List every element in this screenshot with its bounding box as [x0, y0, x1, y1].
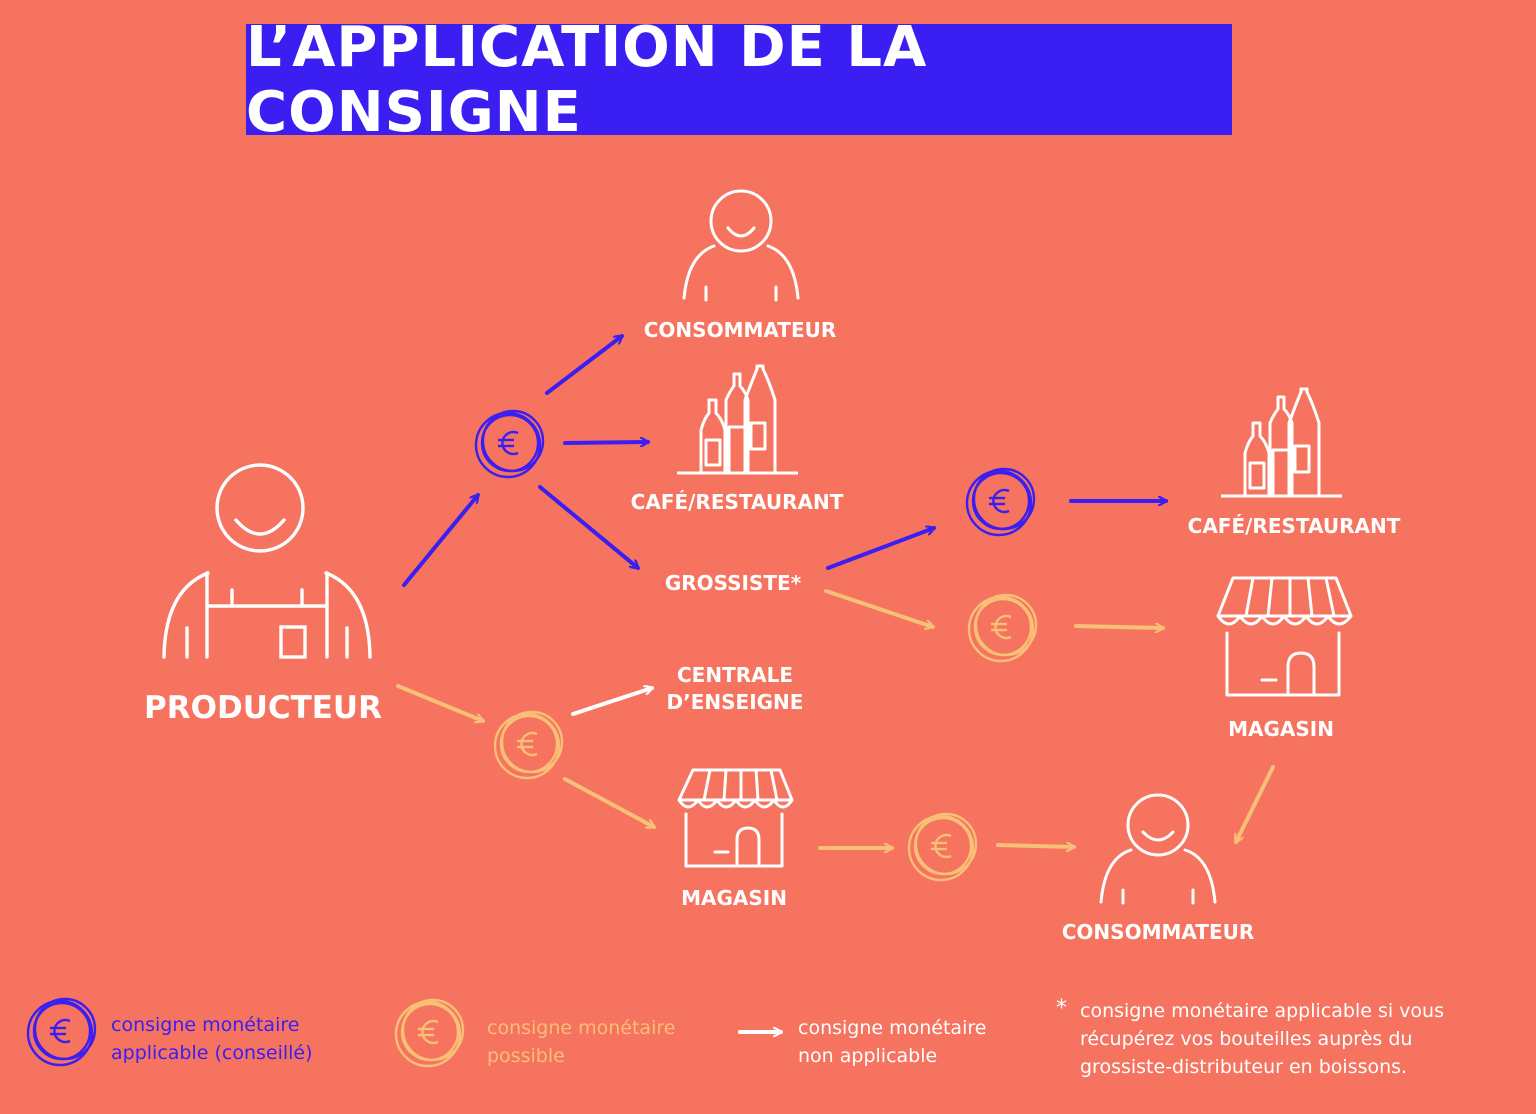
bottles-icon: [1221, 387, 1342, 498]
person-icon: [1099, 793, 1217, 905]
label-cafe-restaurant-mid: CAFÉ/RESTAURANT: [630, 490, 844, 514]
label-producteur: PRODUCTEUR: [144, 690, 382, 726]
euro-coin-icon: [967, 593, 1038, 663]
legend-yellow-line2: possible: [487, 1045, 565, 1067]
shop-awning-icon: [1216, 576, 1353, 697]
footnote-line1: consigne monétaire applicable si vous: [1080, 1000, 1444, 1022]
arrow-coin-to-consommateur: [545, 334, 622, 395]
footnote-line2: récupérez vos bouteilles auprès du: [1080, 1028, 1413, 1050]
legend-blue-coin-icon: [26, 997, 97, 1067]
bottles-icon: [677, 364, 798, 475]
arrow-grossiste-to-coin-blue: [826, 528, 934, 570]
legend-blue-line2: applicable (conseillé): [111, 1042, 313, 1064]
label-centrale-line2: D’ENSEIGNE: [666, 690, 804, 714]
arrow-coin-to-consommateur-bottom: [996, 845, 1074, 847]
arrow-coin-to-magasin-right: [1074, 626, 1163, 628]
arrow-coin-to-grossiste: [538, 485, 638, 568]
label-consommateur-top: CONSOMMATEUR: [643, 318, 837, 342]
page-title: L’APPLICATION DE LA CONSIGNE: [246, 15, 1232, 145]
arrow-magasin-right-to-consommateur: [1236, 765, 1275, 842]
arrow-producteur-to-coin-yellow: [396, 684, 483, 721]
label-magasin-right: MAGASIN: [1228, 717, 1334, 741]
arrow-coin-to-centrale: [571, 688, 652, 716]
arrow-coin-to-magasin: [563, 777, 654, 829]
legend-blue-line1: consigne monétaire: [111, 1014, 300, 1036]
euro-coin-icon: [474, 409, 545, 479]
arrow-producteur-to-coin: [402, 495, 478, 587]
label-centrale-line1: CENTRALE: [676, 663, 794, 687]
shop-awning-icon: [677, 768, 794, 868]
euro-coin-icon: [493, 710, 564, 780]
legend-white-line1: consigne monétaire: [798, 1017, 987, 1039]
euro-coin-icon: [907, 812, 978, 882]
person-icon: [682, 189, 800, 302]
label-consommateur-bottom: CONSOMMATEUR: [1061, 920, 1255, 944]
legend-yellow-line1: consigne monétaire: [487, 1017, 676, 1039]
label-magasin-mid: MAGASIN: [681, 886, 787, 910]
label-cafe-restaurant-right: CAFÉ/RESTAURANT: [1187, 514, 1401, 538]
euro-coin-icon: [965, 467, 1036, 537]
legend-yellow-coin-icon: [394, 998, 465, 1068]
arrow-grossiste-to-coin-yellow: [824, 589, 933, 627]
footnote-line3: grossiste-distributeur en boissons.: [1080, 1056, 1408, 1078]
arrow-coin-to-cafe: [563, 442, 648, 443]
legend-white-line2: non applicable: [798, 1045, 938, 1067]
producer-apron-icon: [162, 463, 372, 659]
footnote-star: *: [1056, 996, 1067, 1021]
label-grossiste: GROSSISTE*: [664, 571, 802, 595]
